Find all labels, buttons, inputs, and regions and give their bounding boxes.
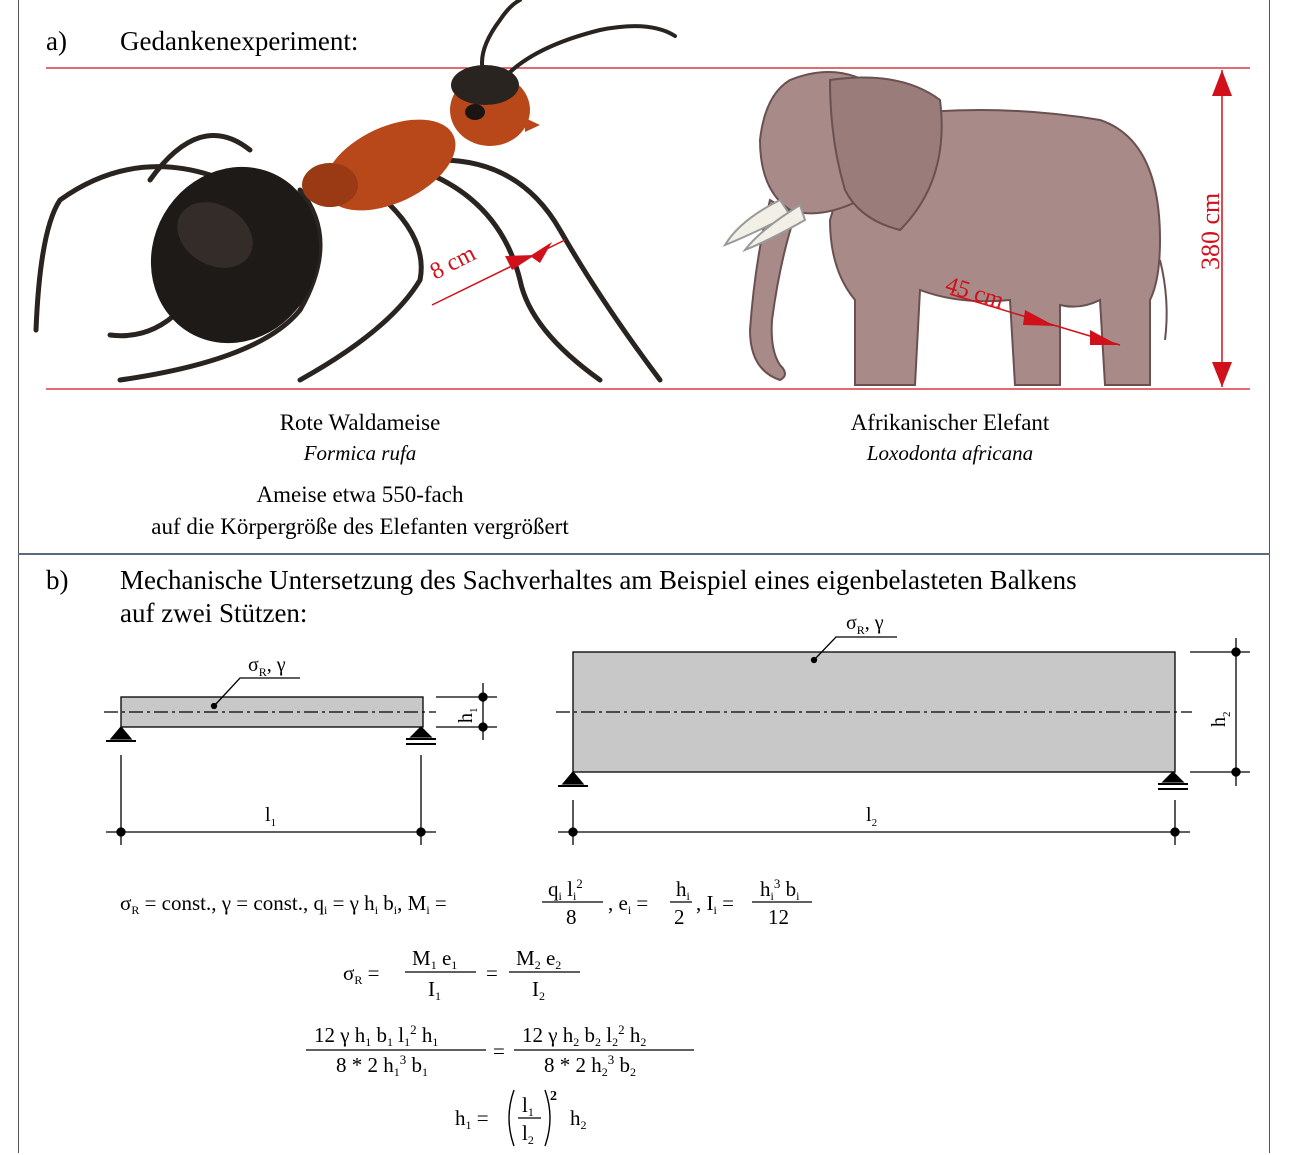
svg-text:l2: l2 [522,1121,534,1147]
svg-text:σR = const., γ = const., qi =: σR = const., γ = const., qi = γ hi bi, M… [120,891,447,917]
svg-text:σR =: σR = [343,961,379,987]
svg-text:2: 2 [550,1089,557,1104]
svg-text:12: 12 [768,905,789,929]
svg-text:M1 e1: M1 e1 [412,946,457,972]
svg-text:=: = [493,1039,505,1063]
svg-text:qi li2: qi li2 [548,876,583,903]
svg-text:l1: l1 [522,1093,534,1119]
svg-text:2: 2 [674,905,685,929]
svg-text:8 * 2 h23 b2: 8 * 2 h23 b2 [544,1052,636,1079]
svg-text:h1 =: h1 = [455,1106,489,1132]
svg-text:, ei =: , ei = [608,891,648,917]
svg-text:M2 e2: M2 e2 [516,946,561,972]
svg-text:I1: I1 [428,977,441,1003]
svg-text:=: = [486,961,498,985]
svg-text:hi3 bi: hi3 bi [760,876,800,903]
svg-text:12 γ h1 b1 l12 h1: 12 γ h1 b1 l12 h1 [314,1022,438,1049]
svg-text:I2: I2 [532,977,545,1003]
svg-text:8 * 2 h13 b1: 8 * 2 h13 b1 [336,1052,428,1079]
svg-text:h2: h2 [570,1106,587,1132]
svg-text:12 γ h2 b2 l22 h2: 12 γ h2 b2 l22 h2 [522,1022,646,1049]
svg-text:, Ii =: , Ii = [696,891,734,917]
svg-text:hi: hi [676,877,691,903]
svg-text:8: 8 [566,905,577,929]
